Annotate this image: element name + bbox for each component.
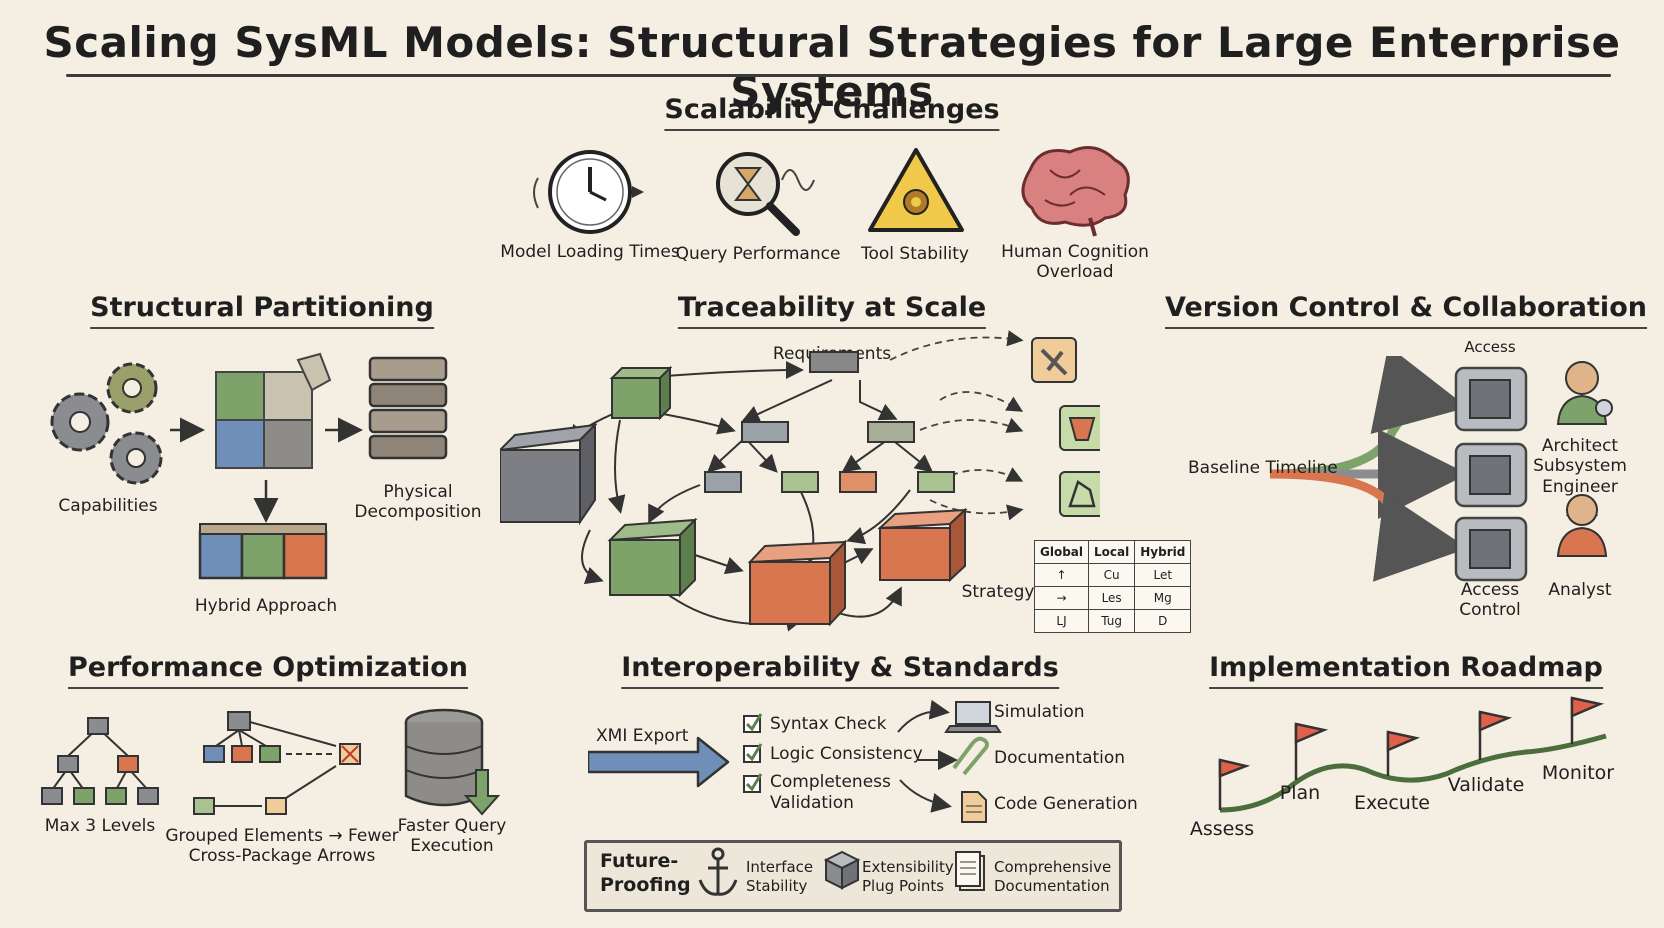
max-levels-label: Max 3 Levels bbox=[44, 816, 156, 836]
checkbox-icons bbox=[743, 713, 763, 793]
capabilities-label: Capabilities bbox=[58, 496, 158, 516]
version-diagram bbox=[1269, 356, 1613, 582]
hierarchy-tree-icon bbox=[41, 717, 159, 805]
traceability-heading: Traceability at Scale bbox=[678, 292, 986, 329]
documentation-label: Documentation bbox=[994, 748, 1126, 768]
version-heading: Version Control & Collaboration bbox=[1165, 292, 1647, 329]
roadmap-step-validate: Validate bbox=[1447, 774, 1525, 796]
roadmap-path bbox=[1219, 733, 1607, 813]
faster-query-label: Faster Query Execution bbox=[397, 816, 507, 857]
hybrid-approach-label: Hybrid Approach bbox=[194, 596, 338, 616]
grouped-elements-label: Grouped Elements → Fewer Cross-Package A… bbox=[165, 826, 399, 867]
simulation-label: Simulation bbox=[994, 702, 1085, 722]
logic-consistency-label: Logic Consistency bbox=[770, 744, 923, 764]
interop-diagram bbox=[588, 700, 1002, 823]
title-underline bbox=[66, 74, 1611, 77]
matrix-cell: → bbox=[1033, 586, 1090, 610]
access-control-label: Access Control bbox=[1459, 580, 1521, 621]
partitioning-heading: Structural Partitioning bbox=[90, 292, 434, 329]
matrix-cell: Les bbox=[1088, 586, 1136, 610]
matrix-cell: Cu bbox=[1088, 563, 1136, 587]
analyst-avatar bbox=[1556, 494, 1608, 557]
challenge-label-query: Query Performance bbox=[675, 244, 841, 264]
matrix-cell: LJ bbox=[1033, 609, 1090, 633]
roadmap-step-plan: Plan bbox=[1279, 782, 1321, 804]
traceability-graph bbox=[500, 330, 1100, 632]
flag-icons bbox=[1218, 696, 1605, 810]
anchor-icon bbox=[698, 847, 738, 896]
cube-icon bbox=[823, 850, 861, 890]
roadmap-heading: Implementation Roadmap bbox=[1209, 652, 1603, 689]
challenge-label-stability: Tool Stability bbox=[861, 244, 969, 264]
architect-label: Architect Subsystem Engineer bbox=[1533, 436, 1627, 497]
hybrid-blocks-icon bbox=[198, 523, 328, 580]
puzzle-icon bbox=[215, 352, 332, 469]
extensibility-label: Extensibility Plug Points bbox=[862, 858, 954, 895]
database-icon bbox=[404, 708, 501, 816]
performance-diagram bbox=[41, 708, 501, 816]
xmi-export-label: XMI Export bbox=[596, 726, 689, 746]
artifact-icons bbox=[1031, 337, 1100, 517]
magnifier-hourglass-icon bbox=[716, 152, 815, 236]
interop-heading: Interoperability & Standards bbox=[621, 652, 1059, 689]
roadmap-diagram bbox=[1218, 696, 1607, 813]
documents-icon bbox=[955, 851, 985, 891]
server-stack-icon bbox=[368, 356, 448, 460]
gears-icon bbox=[50, 362, 163, 485]
matrix-header: Global bbox=[1033, 540, 1090, 564]
matrix-header: Hybrid bbox=[1134, 540, 1192, 564]
challenge-label-cognition: Human Cognition Overload bbox=[1001, 242, 1149, 283]
roadmap-step-execute: Execute bbox=[1354, 792, 1430, 814]
future-icons bbox=[698, 847, 985, 896]
matrix-header: Local bbox=[1088, 540, 1136, 564]
baseline-label: Baseline Timeline bbox=[1188, 458, 1338, 478]
xmi-export-arrow bbox=[588, 736, 730, 788]
comprehensive-documentation-label: Comprehensive Documentation bbox=[994, 858, 1112, 895]
matrix-cell: Tug bbox=[1088, 609, 1136, 633]
syntax-check-label: Syntax Check bbox=[770, 714, 887, 734]
matrix-cell: D bbox=[1134, 609, 1192, 633]
matrix-header-row: Global Local Hybrid bbox=[1033, 540, 1192, 564]
repository-icons bbox=[1454, 366, 1528, 582]
grouped-elements-icon bbox=[193, 711, 361, 815]
architect-avatar bbox=[1556, 361, 1613, 425]
physical-decomposition-label: Physical Decomposition bbox=[354, 482, 482, 523]
partitioning-diagram bbox=[50, 352, 448, 580]
code-generation-label: Code Generation bbox=[994, 794, 1138, 814]
future-proofing-label: Future-Proofing bbox=[600, 850, 691, 896]
matrix-cell: Mg bbox=[1134, 586, 1192, 610]
interface-stability-label: Interface Stability bbox=[746, 858, 814, 895]
brain-icon bbox=[1021, 146, 1130, 237]
roadmap-step-monitor: Monitor bbox=[1541, 762, 1615, 784]
clock-icon bbox=[533, 150, 644, 234]
warning-gear-icon bbox=[868, 148, 964, 232]
challenge-label-loading: Model Loading Times bbox=[500, 242, 680, 262]
paperclip-icon bbox=[952, 736, 989, 776]
matrix-cell: Let bbox=[1134, 563, 1192, 587]
analyst-label: Analyst bbox=[1548, 580, 1612, 600]
completeness-label: Completeness Validation bbox=[770, 772, 891, 814]
matrix-row: ↑ Cu Let bbox=[1033, 563, 1192, 587]
matrix-cell: ↑ bbox=[1033, 563, 1090, 587]
model-blocks bbox=[500, 365, 968, 627]
requirement-nodes bbox=[704, 351, 955, 493]
strategy-label: Strategy bbox=[961, 582, 1035, 602]
document-icon bbox=[961, 791, 987, 823]
laptop-icon bbox=[944, 701, 1002, 733]
strategy-matrix: Global Local Hybrid ↑ Cu Let → Les Mg LJ… bbox=[1033, 540, 1192, 633]
performance-heading: Performance Optimization bbox=[68, 652, 468, 689]
access-top-label: Access bbox=[1464, 338, 1516, 356]
matrix-row: → Les Mg bbox=[1033, 586, 1192, 610]
challenges-heading: Scalability Challenges bbox=[664, 94, 999, 131]
challenge-icons bbox=[533, 146, 1130, 237]
roadmap-step-assess: Assess bbox=[1189, 818, 1255, 840]
matrix-row: LJ Tug D bbox=[1033, 609, 1192, 633]
